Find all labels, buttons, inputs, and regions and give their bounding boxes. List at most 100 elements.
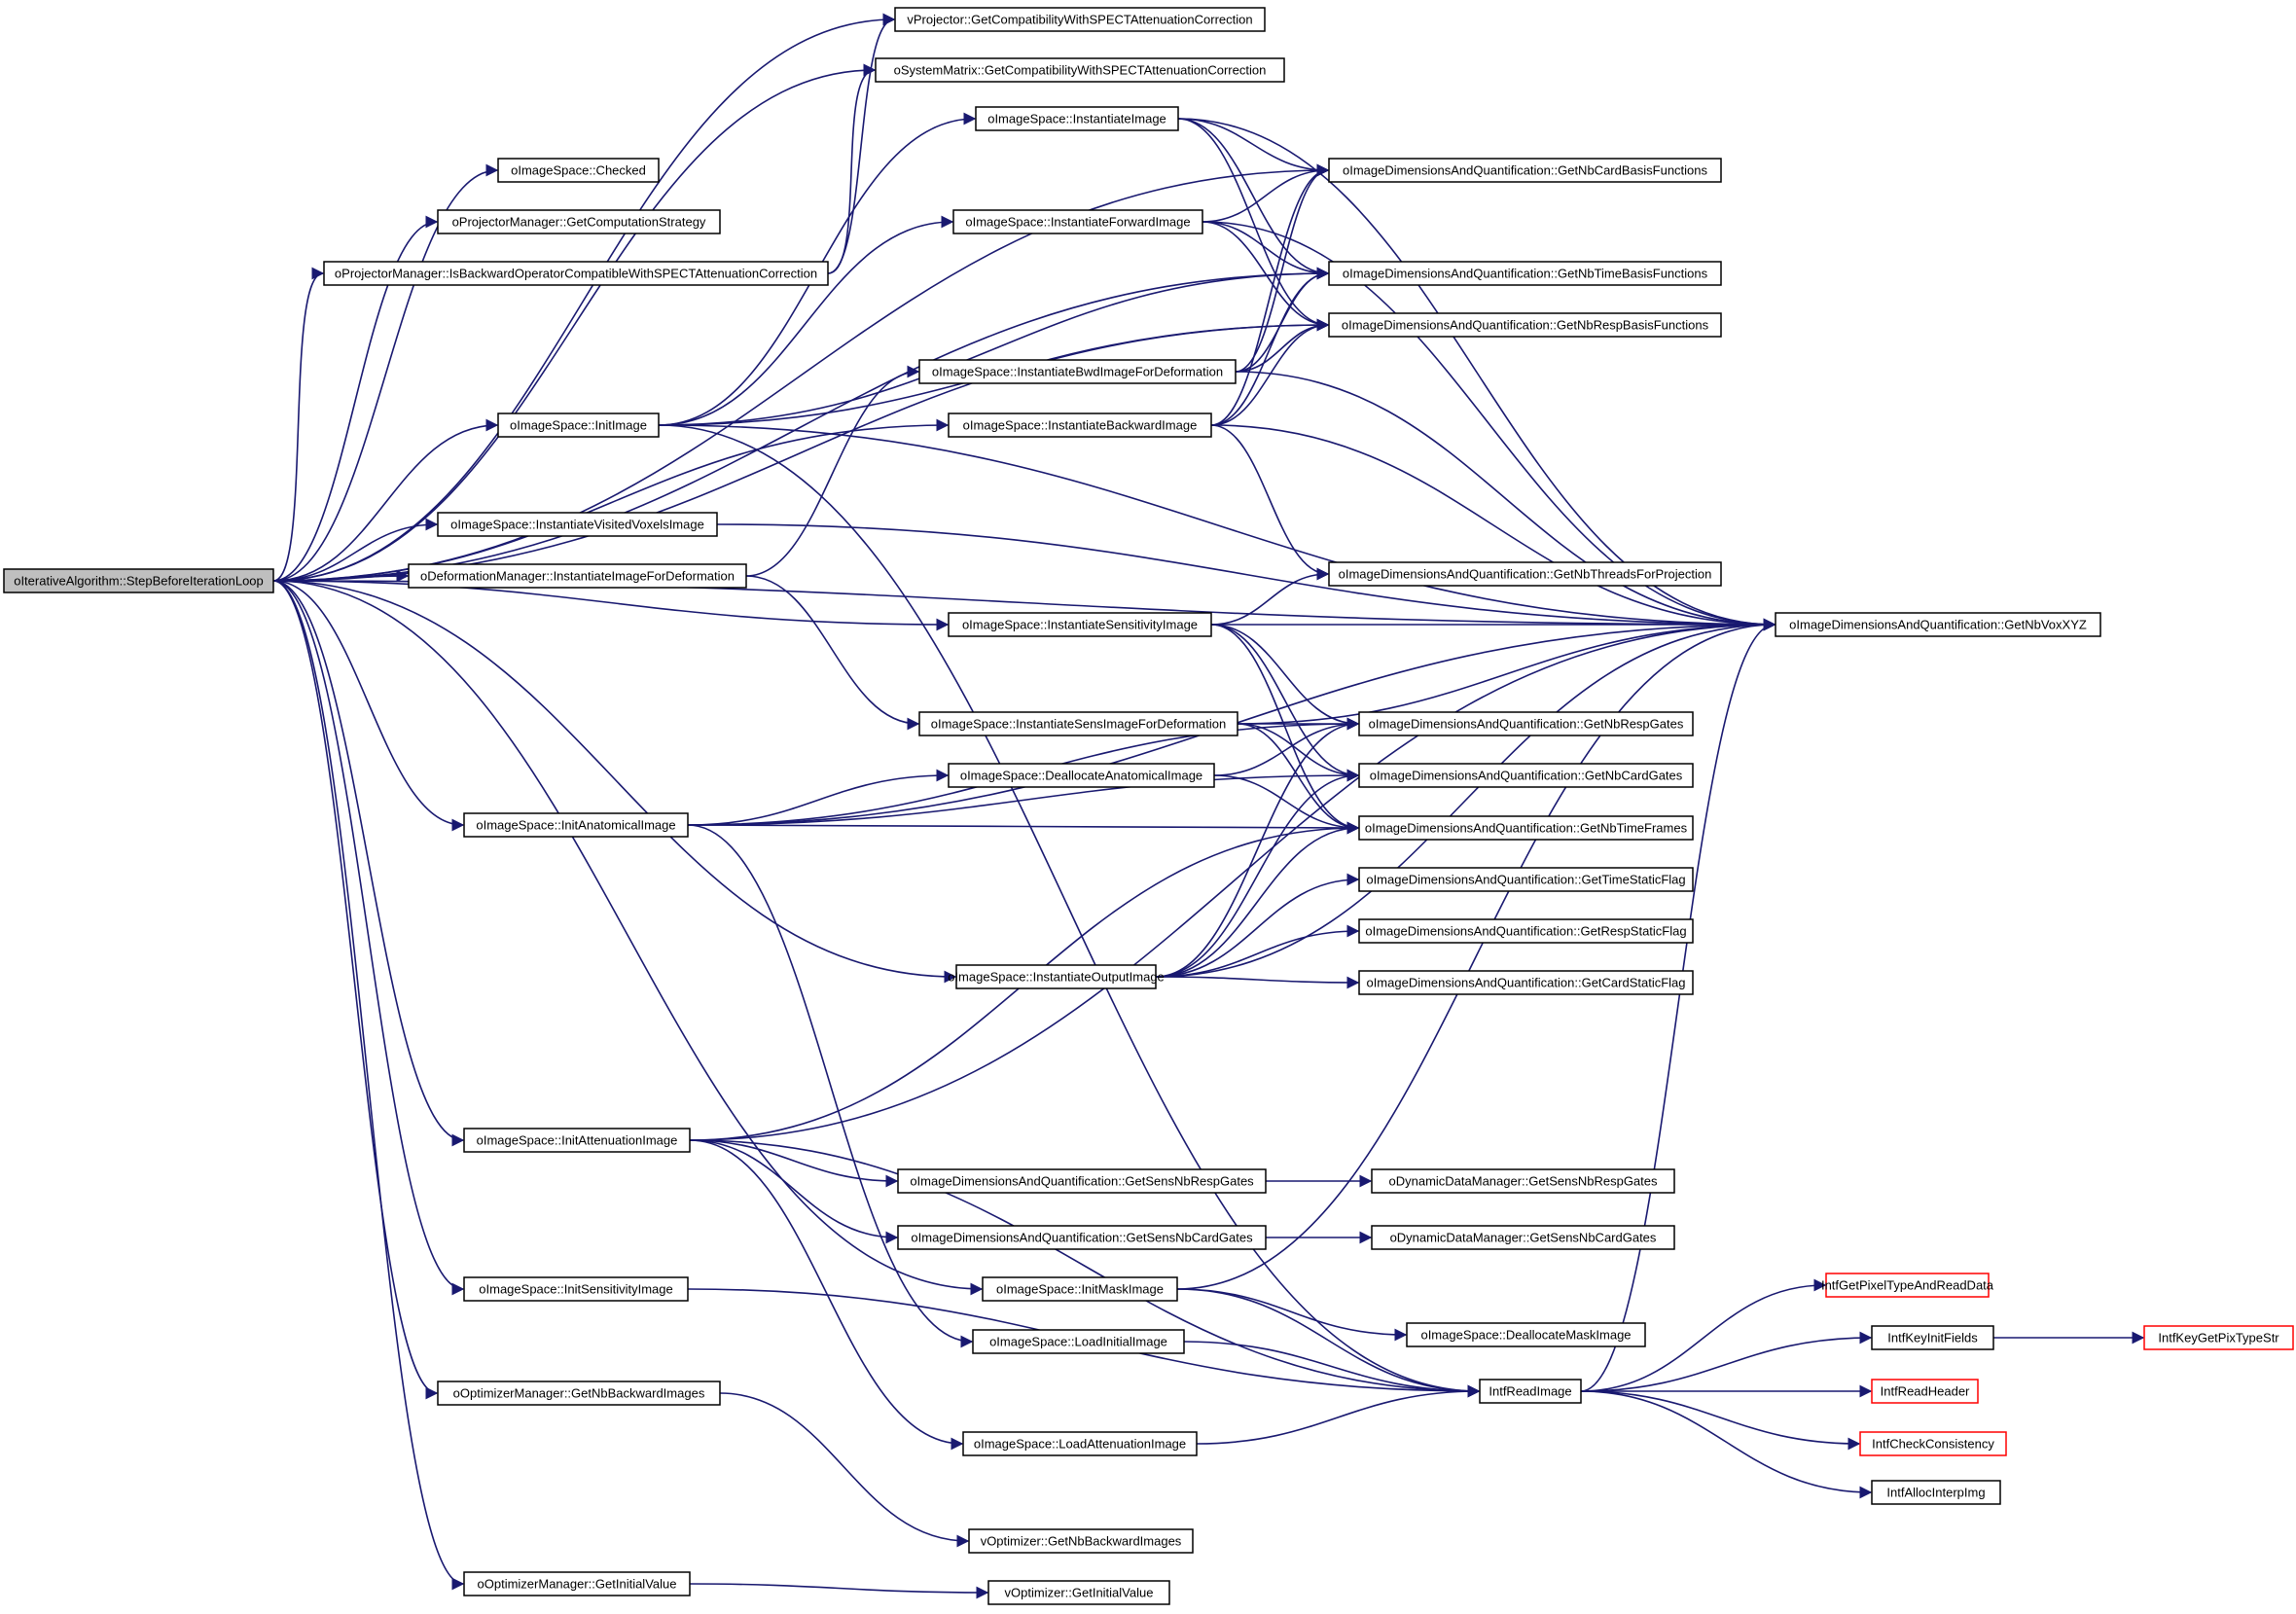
node-voptiv[interactable]: vOptimizer::GetInitialValue [987, 1580, 1170, 1605]
node-ddmr[interactable]: oDynamicDataManager::GetSensNbRespGates [1371, 1168, 1675, 1194]
node-box [982, 1276, 1178, 1302]
edge-line [1155, 873, 1360, 978]
node-voptnb[interactable]: vOptimizer::GetNbBackwardImages [968, 1528, 1194, 1554]
edge-line [272, 418, 950, 582]
edge-instbwddef-to-ncbf [1235, 163, 1330, 373]
node-box [408, 563, 747, 589]
node-ncbf[interactable]: oImageDimensionsAndQuantification::GetNb… [1328, 158, 1722, 183]
node-initmask[interactable]: oImageSpace::InitMaskImage [982, 1276, 1178, 1302]
node-isback[interactable]: oProjectorManager::IsBackwardOperatorCom… [323, 261, 829, 286]
node-label: IntfKeyGetPixTypeStr [2158, 1331, 2279, 1345]
edge-line [689, 1139, 899, 1188]
node-box [1775, 612, 2101, 637]
node-nbvox[interactable]: oImageDimensionsAndQuantification::GetNb… [1775, 612, 2101, 637]
node-dealloc[interactable]: oImageSpace::DeallocateAnatomicalImage [948, 763, 1215, 788]
node-box [1371, 1225, 1675, 1250]
edge-instback-to-nthr [1210, 424, 1330, 581]
node-ncg[interactable]: oImageDimensionsAndQuantification::GetNb… [1358, 763, 1694, 788]
node-ooptnb[interactable]: oOptimizerManager::GetNbBackwardImages [437, 1381, 721, 1406]
edge-line [1237, 618, 1776, 725]
edge-line [689, 1583, 989, 1599]
node-ooptiv[interactable]: oOptimizerManager::GetInitialValue [463, 1571, 691, 1596]
edge-initimage-to-ntbf [658, 267, 1330, 426]
node-getcomp[interactable]: oProjectorManager::GetComputationStrateg… [437, 209, 721, 234]
edge-root-to-initimage [272, 418, 499, 582]
node-nrbf[interactable]: oImageDimensionsAndQuantification::GetNb… [1328, 312, 1722, 338]
node-odefinst[interactable]: oDeformationManager::InstantiateImageFor… [408, 563, 747, 589]
node-box [897, 1225, 1267, 1250]
node-deallocmask[interactable]: oImageSpace::DeallocateMaskImage [1406, 1322, 1646, 1347]
node-loadinit[interactable]: oImageSpace::LoadInitialImage [972, 1329, 1185, 1354]
node-csf[interactable]: oImageDimensionsAndQuantification::GetCa… [1358, 970, 1694, 995]
node-ntbf[interactable]: oImageDimensionsAndQuantification::GetNb… [1328, 261, 1722, 286]
node-instsensimg[interactable]: oImageSpace::InstantiateSensitivityImage [948, 612, 1212, 637]
node-instbwddef[interactable]: oImageSpace::InstantiateBwdImageForDefor… [918, 359, 1237, 384]
node-label: oImageSpace::InstantiateOutputImage [948, 970, 1165, 985]
node-instback[interactable]: oImageSpace::InstantiateBackwardImage [948, 412, 1212, 438]
node-label: oImageSpace::DeallocateAnatomicalImage [960, 769, 1202, 783]
edge-line [272, 580, 465, 1147]
edge-line [1210, 424, 1776, 631]
node-box [1358, 970, 1694, 995]
node-rsf[interactable]: oImageDimensionsAndQuantification::GetRe… [1358, 918, 1694, 944]
node-rheader[interactable]: IntfReadHeader [1871, 1379, 1979, 1404]
node-initimage[interactable]: oImageSpace::InitImage [497, 412, 660, 438]
node-instout[interactable]: oImageSpace::InstantiateOutputImage [948, 964, 1165, 989]
node-intfread[interactable]: IntfReadImage [1479, 1379, 1582, 1404]
edge-line [272, 580, 465, 1296]
node-box [948, 612, 1212, 637]
node-root[interactable]: oIterativeAlgorithm::StepBeforeIteration… [3, 568, 274, 593]
node-osysm[interactable]: oSystemMatrix::GetCompatibilityWithSPECT… [875, 57, 1285, 83]
node-box [463, 1128, 691, 1153]
node-box [972, 1329, 1185, 1354]
node-nthr[interactable]: oImageDimensionsAndQuantification::GetNb… [1328, 561, 1722, 587]
node-box [463, 1276, 689, 1302]
node-gsncg[interactable]: oImageDimensionsAndQuantification::GetSe… [897, 1225, 1267, 1250]
edge-line [745, 575, 920, 731]
node-label: IntfKeyInitFields [1887, 1331, 1978, 1345]
node-vproj[interactable]: vProjector::GetCompatibilityWithSPECTAtt… [894, 7, 1266, 32]
node-loadatten[interactable]: oImageSpace::LoadAttenuationImage [962, 1431, 1198, 1456]
node-label: IntfAllocInterpImg [1886, 1486, 1985, 1500]
node-initanat[interactable]: oImageSpace::InitAnatomicalImage [463, 812, 689, 838]
edge-initmask-to-nbvox [1176, 618, 1776, 1290]
node-ddmc[interactable]: oDynamicDataManager::GetSensNbCardGates [1371, 1225, 1675, 1250]
edge-line [1213, 774, 1360, 835]
node-box [968, 1528, 1194, 1554]
edge-root-to-initatten [272, 580, 465, 1147]
edge-initimage-to-nbvox [658, 424, 1776, 631]
edge-line [1580, 1390, 1861, 1451]
node-instvisited[interactable]: oImageSpace::InstantiateVisitedVoxelsIma… [437, 512, 718, 537]
edge-root-to-instsensimg [272, 580, 950, 631]
edge-initanat-to-ncg [687, 769, 1360, 826]
node-ntf[interactable]: oImageDimensionsAndQuantification::GetNb… [1358, 815, 1694, 841]
node-instfwd[interactable]: oImageSpace::InstantiateForwardImage [952, 209, 1203, 234]
node-gsnrg[interactable]: oImageDimensionsAndQuantification::GetSe… [897, 1168, 1267, 1194]
edge-line [1235, 371, 1776, 631]
edge-instimage-to-ntbf [1177, 118, 1330, 280]
edge-instimage-to-ncbf [1177, 118, 1330, 177]
edge-dealloc-to-nrg [1213, 717, 1360, 776]
node-tsf[interactable]: oImageDimensionsAndQuantification::GetTi… [1358, 867, 1694, 892]
edge-instsensdef-to-ncg [1237, 723, 1360, 782]
edge-instback-to-ncbf [1210, 163, 1330, 426]
edge-line [1155, 976, 1360, 989]
node-nrg[interactable]: oImageDimensionsAndQuantification::GetNb… [1358, 711, 1694, 736]
edge-isback-to-osysm [827, 63, 877, 274]
node-initatten[interactable]: oImageSpace::InitAttenuationImage [463, 1128, 691, 1153]
edge-instfwd-to-nbvox [1202, 221, 1776, 631]
node-instimage[interactable]: oImageSpace::InstantiateImage [975, 106, 1179, 131]
edge-line [1210, 567, 1330, 626]
node-gptype[interactable]: IntfGetPixelTypeAndReadData [1821, 1273, 1994, 1298]
node-ccons[interactable]: IntfCheckConsistency [1859, 1431, 2007, 1456]
node-instsensdef[interactable]: oImageSpace::InstantiateSensImageForDefo… [918, 711, 1238, 736]
node-box [918, 359, 1237, 384]
node-kgetpix[interactable]: IntfKeyGetPixTypeStr [2143, 1325, 2294, 1350]
edge-line [1155, 618, 1776, 978]
edge-line [1155, 769, 1360, 978]
node-kinit[interactable]: IntfKeyInitFields [1871, 1325, 1994, 1350]
node-initsens[interactable]: oImageSpace::InitSensitivityImage [463, 1276, 689, 1302]
node-box [987, 1580, 1170, 1605]
node-checked[interactable]: oImageSpace::Checked [497, 158, 660, 183]
node-alloc[interactable]: IntfAllocInterpImg [1871, 1480, 2001, 1505]
